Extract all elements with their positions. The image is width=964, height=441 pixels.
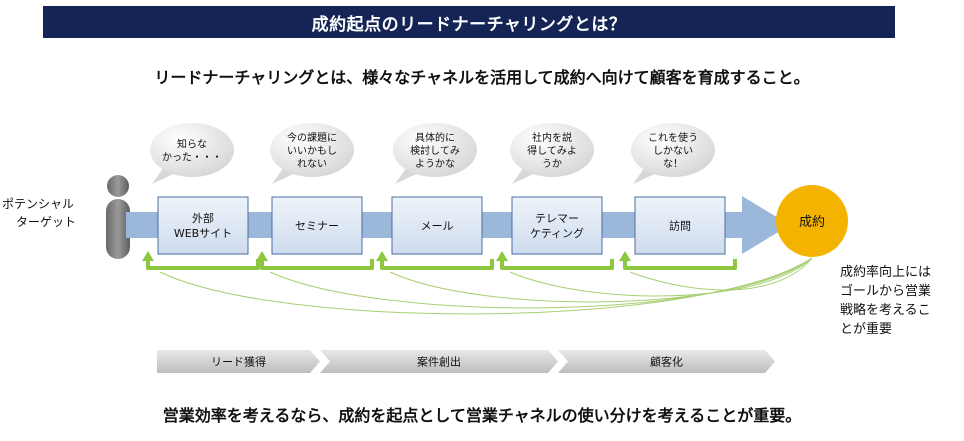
bubble-text: ようかな <box>415 158 455 170</box>
stage-box: セミナー <box>271 196 363 255</box>
feedback-bracket <box>142 251 260 270</box>
phase-chevron: 案件創出 <box>320 350 558 373</box>
bubble-text: いいかもし <box>287 145 337 157</box>
goal-node: 成約 <box>776 185 848 257</box>
goal-label: 成約 <box>799 215 825 230</box>
stage-label: セミナー <box>295 220 339 233</box>
page-title: 成約起点のリードナーチャリングとは？ <box>43 6 895 38</box>
phase-label: 顧客化 <box>650 355 683 369</box>
note-line-1: 成約率向上には <box>840 264 931 280</box>
feedback-curves <box>159 257 813 315</box>
footer-text: 営業効率を考えるなら、成約を起点として営業チャネルの使い分けを考えることが重要。 <box>162 406 802 425</box>
bubble-text: な！ <box>663 158 683 170</box>
bubble-text: 今の課題に <box>287 131 337 144</box>
bubble-text: うか <box>542 158 562 170</box>
stage-label: 外部 <box>192 211 214 225</box>
stage-label: テレマー <box>535 212 579 225</box>
target-label-line-2: ターゲット <box>16 215 76 229</box>
stage-box: 訪問 <box>634 196 726 255</box>
note-line-2: ゴールから営業 <box>840 283 931 299</box>
phase-label: リード獲得 <box>211 356 266 369</box>
bubble-text: 具体的に <box>415 131 455 144</box>
stage-label: 訪問 <box>669 219 691 233</box>
phase-label: 案件創出 <box>417 355 461 369</box>
stage-label: ケティング <box>530 226 584 240</box>
target-label-line-1: ポテンシャル <box>2 197 74 211</box>
note-line-4: とが重要 <box>840 321 892 337</box>
feedback-bracket <box>256 251 374 270</box>
bubble-text: 社内を説 <box>532 131 572 144</box>
stage-label: WEBサイト <box>174 227 232 240</box>
phase-chevron: 顧客化 <box>558 350 775 373</box>
bubble-text: れない <box>297 158 327 170</box>
person-icon <box>106 175 130 259</box>
bubble-text: しかない <box>653 145 693 157</box>
bubble-text: かった・・・ <box>162 152 222 164</box>
feedback-bracket <box>376 251 494 270</box>
phase-chevron: リード獲得 <box>157 350 320 373</box>
note-line-3: 戦略を考えるこ <box>840 302 931 318</box>
stage-box: 外部 WEBサイト <box>157 196 249 255</box>
feedback-bracket <box>496 251 614 270</box>
subtitle: リードナーチャリングとは、様々なチャネルを活用して成約へ向けて顧客を育成すること… <box>154 68 810 87</box>
bubble-text: 知らな <box>177 138 207 151</box>
stage-box: メール <box>391 196 483 255</box>
bubble-text: これを使う <box>648 131 698 144</box>
stage-label: メール <box>421 220 454 233</box>
feedback-bracket <box>619 251 737 270</box>
bubble-text: 検討してみ <box>410 144 460 157</box>
bubble-text: 得してみよ <box>527 145 577 157</box>
